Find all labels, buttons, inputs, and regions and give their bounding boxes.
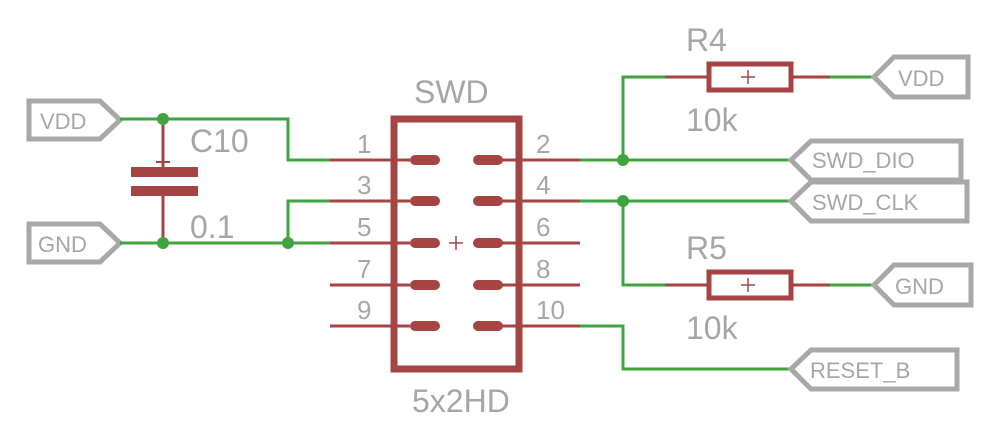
pin-number: 10 <box>536 295 565 325</box>
pin-number: 7 <box>357 254 371 284</box>
pin-number: 5 <box>357 212 371 242</box>
net-label-reset-b[interactable]: RESET_B <box>787 347 960 392</box>
pin-number: 9 <box>357 295 371 325</box>
junction <box>157 237 169 249</box>
left-pins <box>330 158 410 328</box>
net-label-text: VDD <box>40 109 86 134</box>
connector-swd[interactable]: SWD <box>330 74 580 419</box>
capacitor-name: C10 <box>190 123 249 159</box>
pin-number: 8 <box>536 254 550 284</box>
net-label-swd-dio[interactable]: SWD_DIO <box>787 138 964 183</box>
resistor-name: R5 <box>686 230 727 266</box>
pin-number: 3 <box>357 170 371 200</box>
resistor-value: 10k <box>686 102 739 138</box>
net-label-text: VDD <box>898 66 944 91</box>
net-label-vdd-right[interactable]: VDD <box>870 54 971 100</box>
net-label-vdd-left[interactable]: VDD <box>26 98 124 142</box>
wire-vdd-to-pin1 <box>120 117 330 162</box>
connector-value: 5x2HD <box>412 383 510 419</box>
pin-number: 2 <box>536 129 550 159</box>
net-label-gnd-right[interactable]: GND <box>870 262 974 308</box>
junction <box>282 237 294 249</box>
net-label-text: GND <box>38 232 87 257</box>
net-label-gnd-left[interactable]: GND <box>26 221 124 265</box>
resistor-name: R4 <box>686 22 727 58</box>
wire-reset <box>580 324 791 371</box>
pin-number: 1 <box>357 129 371 159</box>
net-label-text: RESET_B <box>810 358 910 383</box>
pin-number: 6 <box>536 212 550 242</box>
wire-r5-pulldown <box>621 201 665 287</box>
wire-r4-pullup <box>621 75 665 160</box>
right-pins <box>500 158 580 328</box>
net-label-text: SWD_DIO <box>812 148 915 173</box>
pin-number: 4 <box>536 170 550 200</box>
net-label-text: GND <box>895 274 944 299</box>
wire-gnd-to-pin3 <box>286 199 330 243</box>
pads <box>410 155 503 331</box>
capacitor-c10[interactable]: C10 0.1 <box>131 119 249 245</box>
capacitor-value: 0.1 <box>190 209 234 245</box>
resistor-value: 10k <box>686 310 739 346</box>
connector-name: SWD <box>414 74 489 110</box>
resistor-r4[interactable]: R4 10k <box>665 22 830 138</box>
resistor-r5[interactable]: R5 10k <box>665 230 830 346</box>
junction <box>157 113 169 125</box>
net-label-swd-clk[interactable]: SWD_CLK <box>787 179 970 224</box>
net-label-text: SWD_CLK <box>812 190 919 215</box>
